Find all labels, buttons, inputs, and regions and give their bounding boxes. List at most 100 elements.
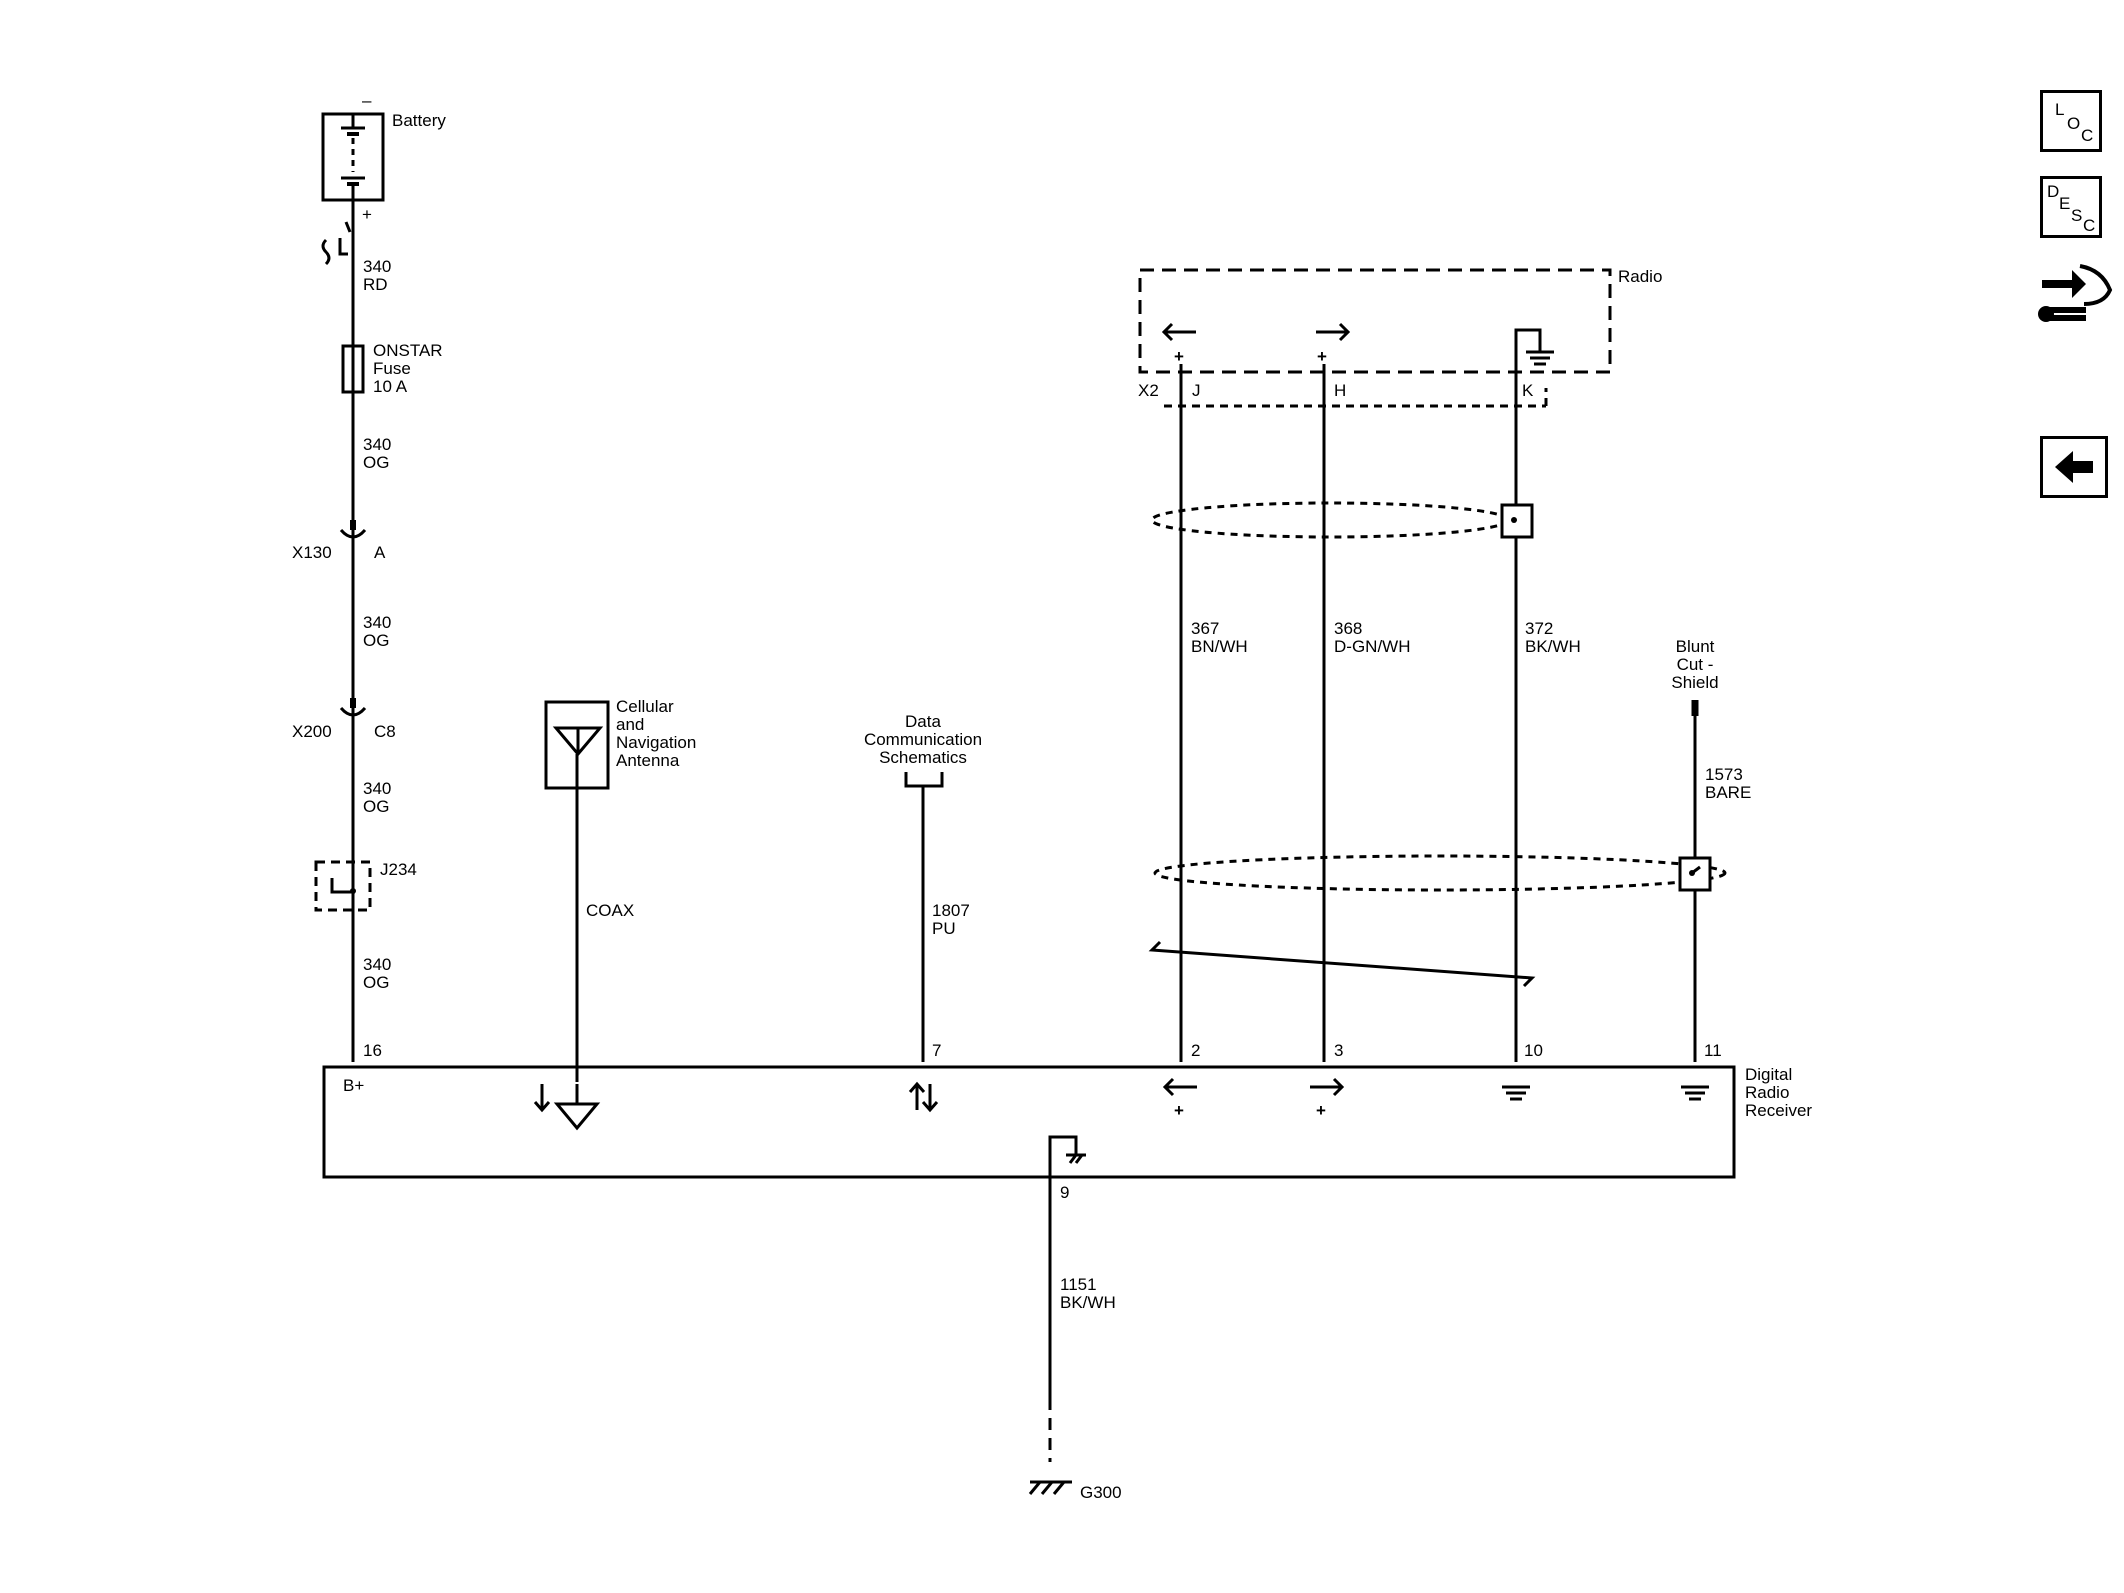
shield-label-2: Cut - <box>1677 655 1714 674</box>
wire-1151-color: BK/WH <box>1060 1293 1116 1312</box>
twisted-pair-upper <box>1150 501 1510 539</box>
connector-x130-pin: A <box>374 543 386 562</box>
radio-pin-h: H <box>1334 381 1346 400</box>
loc-letter-l: L <box>2055 100 2065 119</box>
wire-340-rd-color: RD <box>363 275 388 294</box>
wire-367-circuit: 367 <box>1191 619 1219 638</box>
shield-ellipse-lower <box>1153 854 1727 892</box>
wire-340-og-color-3: OG <box>363 797 389 816</box>
splice-j234-label: J234 <box>380 860 417 879</box>
fuse-type: Fuse <box>373 359 411 378</box>
radio-pin-j: J <box>1192 381 1201 400</box>
receiver-pin-11: 11 <box>1704 1041 1722 1060</box>
data-comm-label-1: Data <box>905 712 941 731</box>
wire-1573-color: BARE <box>1705 783 1751 802</box>
desc-letter-s: S <box>2071 206 2083 225</box>
splice-j234-symbol <box>330 878 352 894</box>
battery-neg-sign: – <box>362 91 372 110</box>
radio-pin-k: K <box>1522 381 1534 400</box>
splice-j234-box <box>314 860 372 912</box>
receiver-right-arrow-icon <box>1310 1077 1345 1097</box>
wire-340-og-color-2: OG <box>363 631 389 650</box>
wire-340-og-circuit-1: 340 <box>363 435 391 454</box>
radio-plus-h: + <box>1317 347 1327 366</box>
data-comm-label-2: Communication <box>864 730 982 749</box>
twist-marker <box>1148 940 1536 988</box>
radio-ground-icon <box>1514 328 1554 392</box>
receiver-label-2: Radio <box>1745 1083 1789 1102</box>
radio-right-arrow-icon <box>1316 322 1351 342</box>
receiver-chassis-ground-icon <box>1048 1135 1086 1177</box>
digital-radio-receiver-box <box>322 1065 1736 1179</box>
receiver-ground-icon-10 <box>1502 1085 1530 1101</box>
data-comm-connector <box>904 772 944 788</box>
back-button[interactable] <box>2040 436 2108 498</box>
wire-340-og-circuit-2: 340 <box>363 613 391 632</box>
shield-label-3: Shield <box>1671 673 1718 692</box>
antenna-label-1: Cellular <box>616 697 674 716</box>
coax-label: COAX <box>586 901 634 920</box>
antenna-label-2: and <box>616 715 644 734</box>
data-comm-label-3: Schematics <box>879 748 967 767</box>
desc-letter-e: E <box>2059 194 2071 213</box>
wire-340-rd-circuit: 340 <box>363 257 391 276</box>
wire-372-circuit: 372 <box>1525 619 1553 638</box>
connector-x200-pin: C8 <box>374 722 396 741</box>
wire-1151-circuit: 1151 <box>1060 1275 1097 1294</box>
back-arrow-icon <box>2055 451 2093 483</box>
radio-left-arrow-icon <box>1161 322 1196 342</box>
wire-372-color: BK/WH <box>1525 637 1581 656</box>
receiver-data-arrows-icon <box>908 1081 939 1113</box>
receiver-ground-icon-11 <box>1681 1085 1709 1101</box>
receiver-plus-3: + <box>1316 1101 1326 1120</box>
tools-swap-icon[interactable] <box>2036 258 2116 334</box>
radio-plus-j: + <box>1174 347 1184 366</box>
receiver-plus-2: + <box>1174 1101 1184 1120</box>
wire-368-color: D-GN/WH <box>1334 637 1410 656</box>
receiver-pin-7: 7 <box>932 1041 941 1060</box>
wire-368-circuit: 368 <box>1334 619 1362 638</box>
wire-340-og-circuit-3: 340 <box>363 779 391 798</box>
antenna-label-4: Antenna <box>616 751 680 770</box>
battery-label: Battery <box>392 111 446 130</box>
receiver-left-arrow-icon <box>1162 1077 1197 1097</box>
connector-x200-symbol <box>339 706 367 717</box>
loc-letter-o: O <box>2067 114 2081 133</box>
receiver-antenna-icon <box>553 1084 601 1131</box>
connector-x130-symbol <box>339 528 367 539</box>
receiver-pin-2: 2 <box>1191 1041 1200 1060</box>
loc-letter-c: C <box>2081 126 2094 145</box>
connector-x130-name: X130 <box>292 543 332 562</box>
receiver-pin-3: 3 <box>1334 1041 1343 1060</box>
receiver-bplus: B+ <box>343 1076 364 1095</box>
wire-1807-circuit: 1807 <box>932 901 970 920</box>
battery-symbol <box>321 112 385 202</box>
shield-label-1: Blunt <box>1676 637 1715 656</box>
radio-connector-x2-outline <box>1164 388 1548 408</box>
desc-letter-d: D <box>2047 182 2060 201</box>
description-button[interactable]: D E S C <box>2040 176 2102 238</box>
desc-letter-c: C <box>2083 216 2096 235</box>
receiver-pin-9: 9 <box>1060 1183 1069 1202</box>
wire-1807-color: PU <box>932 919 956 938</box>
fuse-rating: 10 A <box>373 377 408 396</box>
connector-x200-name: X200 <box>292 722 332 741</box>
wire-1573-circuit: 1573 <box>1705 765 1743 784</box>
location-button[interactable]: L O C <box>2040 90 2102 152</box>
wire-340-og-circuit-4: 340 <box>363 955 391 974</box>
fuse-symbol <box>341 344 365 394</box>
ground-g300-icon <box>1028 1480 1072 1495</box>
antenna-label-3: Navigation <box>616 733 696 752</box>
wire-340-og-color-1: OG <box>363 453 389 472</box>
receiver-pin-10: 10 <box>1524 1041 1543 1060</box>
wire-367-color: BN/WH <box>1191 637 1248 656</box>
receiver-label-1: Digital <box>1745 1065 1792 1084</box>
fusible-link-symbol <box>321 221 352 266</box>
fuse-name: ONSTAR <box>373 341 443 360</box>
radio-label: Radio <box>1618 267 1662 286</box>
receiver-label-3: Receiver <box>1745 1101 1812 1120</box>
receiver-antenna-arrow-icon <box>533 1084 551 1113</box>
radio-connector-x2: X2 <box>1138 381 1159 400</box>
wire-340-og-color-4: OG <box>363 973 389 992</box>
